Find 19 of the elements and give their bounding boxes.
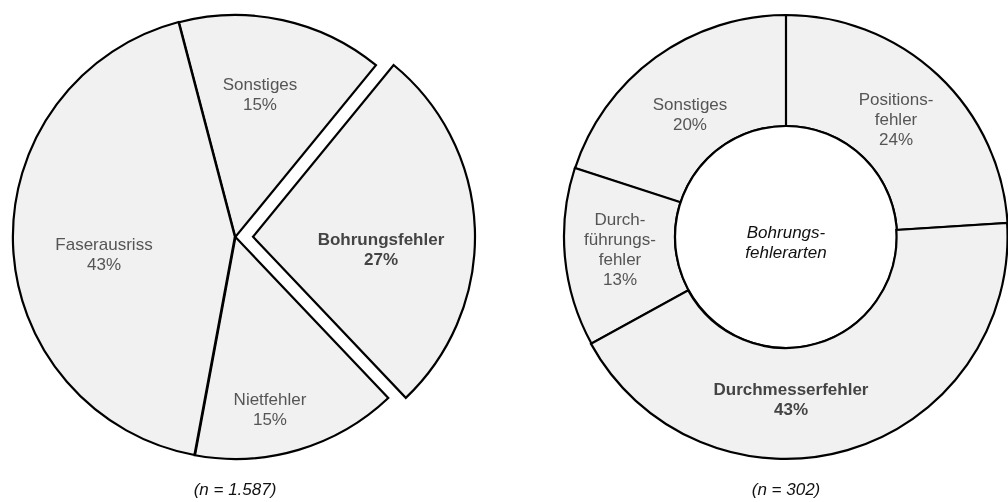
percentage-label: 24%: [878, 130, 914, 150]
category-label: Durchmesserfehler: [713, 380, 869, 400]
category-label: Positions-fehler: [857, 90, 935, 130]
percentage-label: 43%: [85, 255, 122, 275]
category-label: Bohrungsfehler: [317, 230, 445, 250]
category-label: Sonstiges: [652, 95, 728, 115]
category-label: Durch-führungs-fehler: [583, 210, 657, 270]
sample-size-caption: (n = 302): [751, 480, 821, 500]
chart-center-label: Bohrungs-fehlerarten: [744, 223, 828, 263]
category-label: Faserausriss: [55, 235, 153, 255]
sample-size-caption: (n = 1.587): [193, 480, 277, 500]
percentage-label: 43%: [772, 400, 809, 420]
percentage-label: 15%: [251, 410, 288, 430]
category-label: Nietfehler: [233, 390, 307, 410]
category-label: Sonstiges: [222, 75, 298, 95]
percentage-label: 20%: [671, 115, 708, 135]
percentage-label: 27%: [362, 250, 399, 270]
percentage-label: 15%: [241, 95, 278, 115]
percentage-label: 13%: [601, 270, 638, 290]
